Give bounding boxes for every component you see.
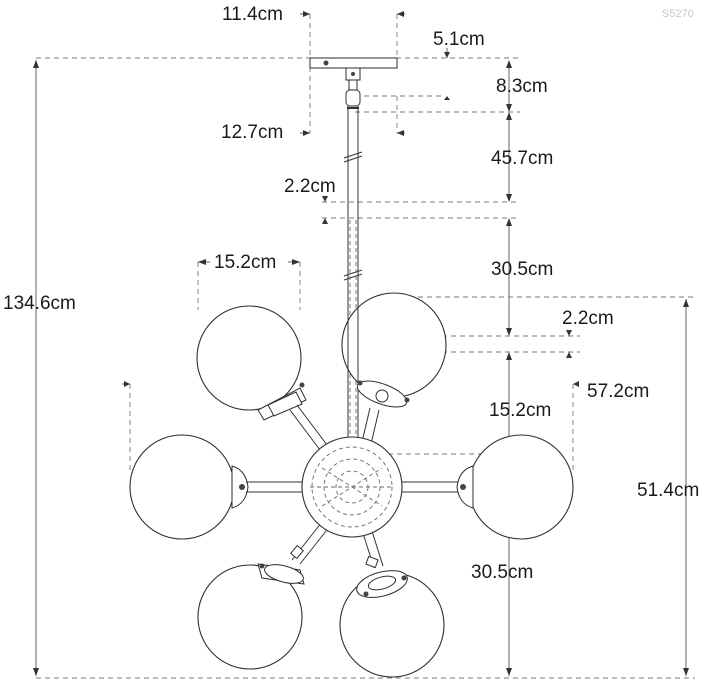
canopy-screw-icon xyxy=(323,60,329,66)
stem-joint-lower xyxy=(343,269,363,281)
socket-lower-right xyxy=(356,527,408,598)
canopy xyxy=(309,57,398,69)
label-stem-dia-top: 2.2cm xyxy=(284,176,336,197)
globe-right xyxy=(468,434,574,540)
dimension-labels: 11.4cm 5.1cm 8.3cm 12.7cm 45.7cm 2.2cm 3… xyxy=(3,4,699,583)
stem xyxy=(347,107,359,109)
label-stem-top-length: 45.7cm xyxy=(491,148,553,169)
product-code: S5270 xyxy=(662,8,694,20)
label-lower-drop: 30.5cm xyxy=(471,562,533,583)
globe-lower-left xyxy=(197,564,303,670)
socket-upper-left xyxy=(257,382,328,451)
label-canopy-height: 5.1cm xyxy=(433,29,485,50)
label-canopy-width: 11.4cm xyxy=(222,4,283,25)
label-loop-height: 8.3cm xyxy=(496,76,548,97)
fixture xyxy=(129,57,574,678)
label-stem-bottom-length: 30.5cm xyxy=(491,259,553,280)
socket-upper-right xyxy=(356,380,410,445)
label-overall-height: 134.6cm xyxy=(3,293,76,314)
socket-lower-left xyxy=(257,521,331,585)
label-hub-offset: 15.2cm xyxy=(489,400,551,421)
dimension-lines xyxy=(33,11,695,679)
label-globe-dia: 15.2cm xyxy=(214,252,276,273)
label-overall-width: 57.2cm xyxy=(587,381,649,402)
globe-left xyxy=(129,434,235,540)
label-loop-width: 12.7cm xyxy=(221,122,283,143)
label-fixture-height: 51.4cm xyxy=(637,480,699,501)
label-stem-dia-bottom: 2.2cm xyxy=(562,308,614,329)
stem-joint-upper xyxy=(343,151,363,163)
globe-upper-left xyxy=(196,305,302,411)
stem-coupler xyxy=(345,89,361,107)
